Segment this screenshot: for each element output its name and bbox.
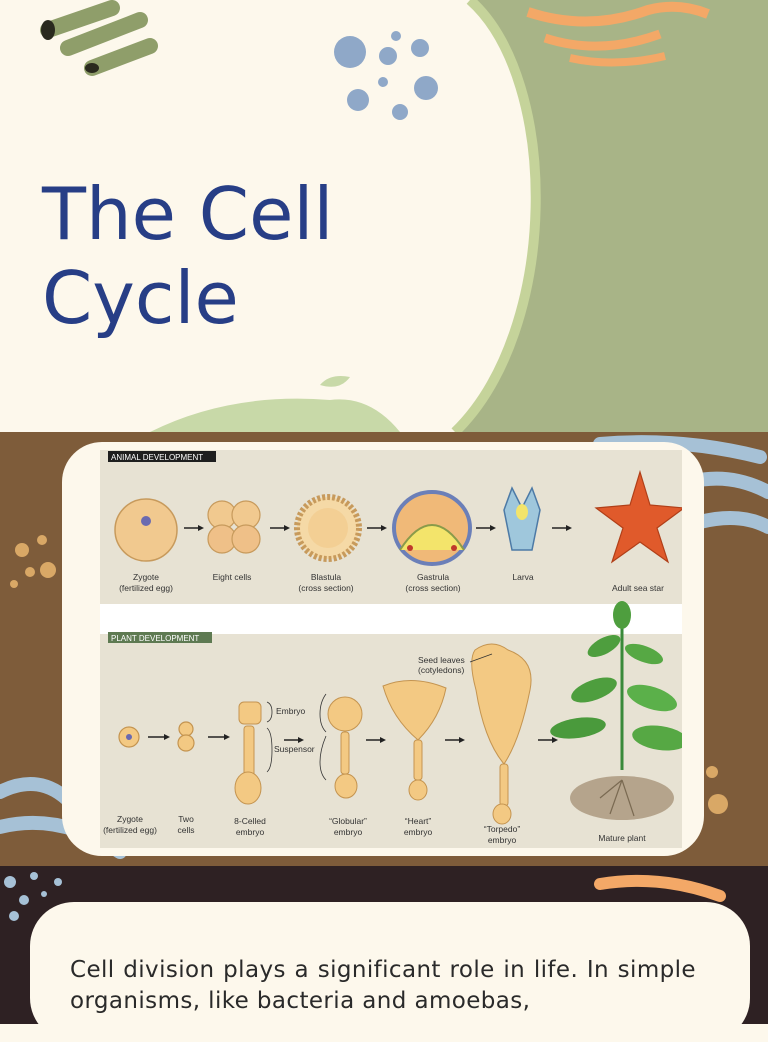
animal-eight-cells-label: Eight cells	[213, 572, 252, 582]
plant-two-cells-label-2: cells	[177, 825, 194, 835]
plant-eight-celled-label-2: embryo	[236, 827, 265, 837]
plant-zygote-label-2: (fertilized egg)	[103, 825, 157, 835]
plant-two-cells-drawing	[177, 721, 195, 752]
animal-eight-cells-drawing	[207, 500, 261, 554]
development-diagram: ANIMAL DEVELOPMENT	[100, 450, 682, 848]
plant-globular-drawing	[327, 696, 363, 799]
plant-torpedo-label-2: embryo	[488, 835, 517, 845]
title-slide-decoration	[40, 0, 768, 432]
animal-blastula-label-1: Blastula	[311, 572, 342, 582]
plant-arrows	[148, 736, 552, 741]
animal-zygote-label-2: (fertilized egg)	[119, 583, 173, 593]
plant-embryo-callout: Embryo	[276, 706, 306, 716]
plant-two-cells-label-1: Two	[178, 814, 194, 824]
animal-header-label: ANIMAL DEVELOPMENT	[111, 453, 203, 462]
plant-mature-label: Mature plant	[598, 833, 646, 843]
text-card	[30, 902, 750, 1042]
slide-title: The Cell Cycle	[42, 172, 333, 340]
plant-zygote-label-1: Zygote	[117, 814, 143, 824]
animal-gastrula-label-2: (cross section)	[405, 583, 460, 593]
plant-globular-label-2: embryo	[334, 827, 363, 837]
plant-eight-celled-label-1: 8-Celled	[234, 816, 266, 826]
plant-eight-celled-drawing	[234, 701, 262, 805]
plant-heart-label-2: embryo	[404, 827, 433, 837]
plant-header-label: PLANT DEVELOPMENT	[111, 634, 199, 643]
animal-blastula-label-2: (cross section)	[298, 583, 353, 593]
animal-sea-star-label: Adult sea star	[612, 583, 664, 593]
plant-zygote-drawing	[118, 726, 140, 748]
animal-header-bg	[108, 451, 216, 462]
plant-torpedo-label-1: “Torpedo”	[484, 824, 521, 834]
title-slide: The Cell Cycle	[0, 0, 768, 432]
section-divider	[100, 604, 682, 634]
diagram-drawing: ANIMAL DEVELOPMENT	[100, 451, 682, 845]
animal-larva-label: Larva	[512, 572, 534, 582]
plant-torpedo-drawing	[471, 643, 532, 825]
animal-gastrula-drawing	[392, 490, 472, 566]
animal-zygote-label-1: Zygote	[133, 572, 159, 582]
animal-zygote-drawing	[114, 498, 178, 562]
animal-larva-drawing	[503, 486, 541, 551]
body-paragraph: Cell division plays a significant role i…	[70, 957, 696, 1014]
title-line-2: Cycle	[42, 256, 239, 340]
plant-header-bg	[108, 632, 212, 643]
animal-sea-star-drawing	[594, 469, 682, 564]
plant-heart-drawing	[382, 679, 447, 801]
plant-globular-label-1: “Globular”	[329, 816, 367, 826]
animal-blastula-drawing	[294, 494, 362, 562]
title-line-1: The Cell	[42, 172, 334, 256]
animal-gastrula-label-1: Gastrula	[417, 572, 449, 582]
plant-seed-leaves-callout-1: Seed leaves	[418, 655, 465, 665]
plant-callout-lines	[266, 653, 493, 781]
plant-heart-label-1: “Heart”	[405, 816, 432, 826]
plant-seed-leaves-callout-2: (cotyledons)	[418, 665, 464, 675]
plant-mature-drawing	[550, 601, 682, 820]
plant-suspensor-callout: Suspensor	[274, 744, 315, 754]
